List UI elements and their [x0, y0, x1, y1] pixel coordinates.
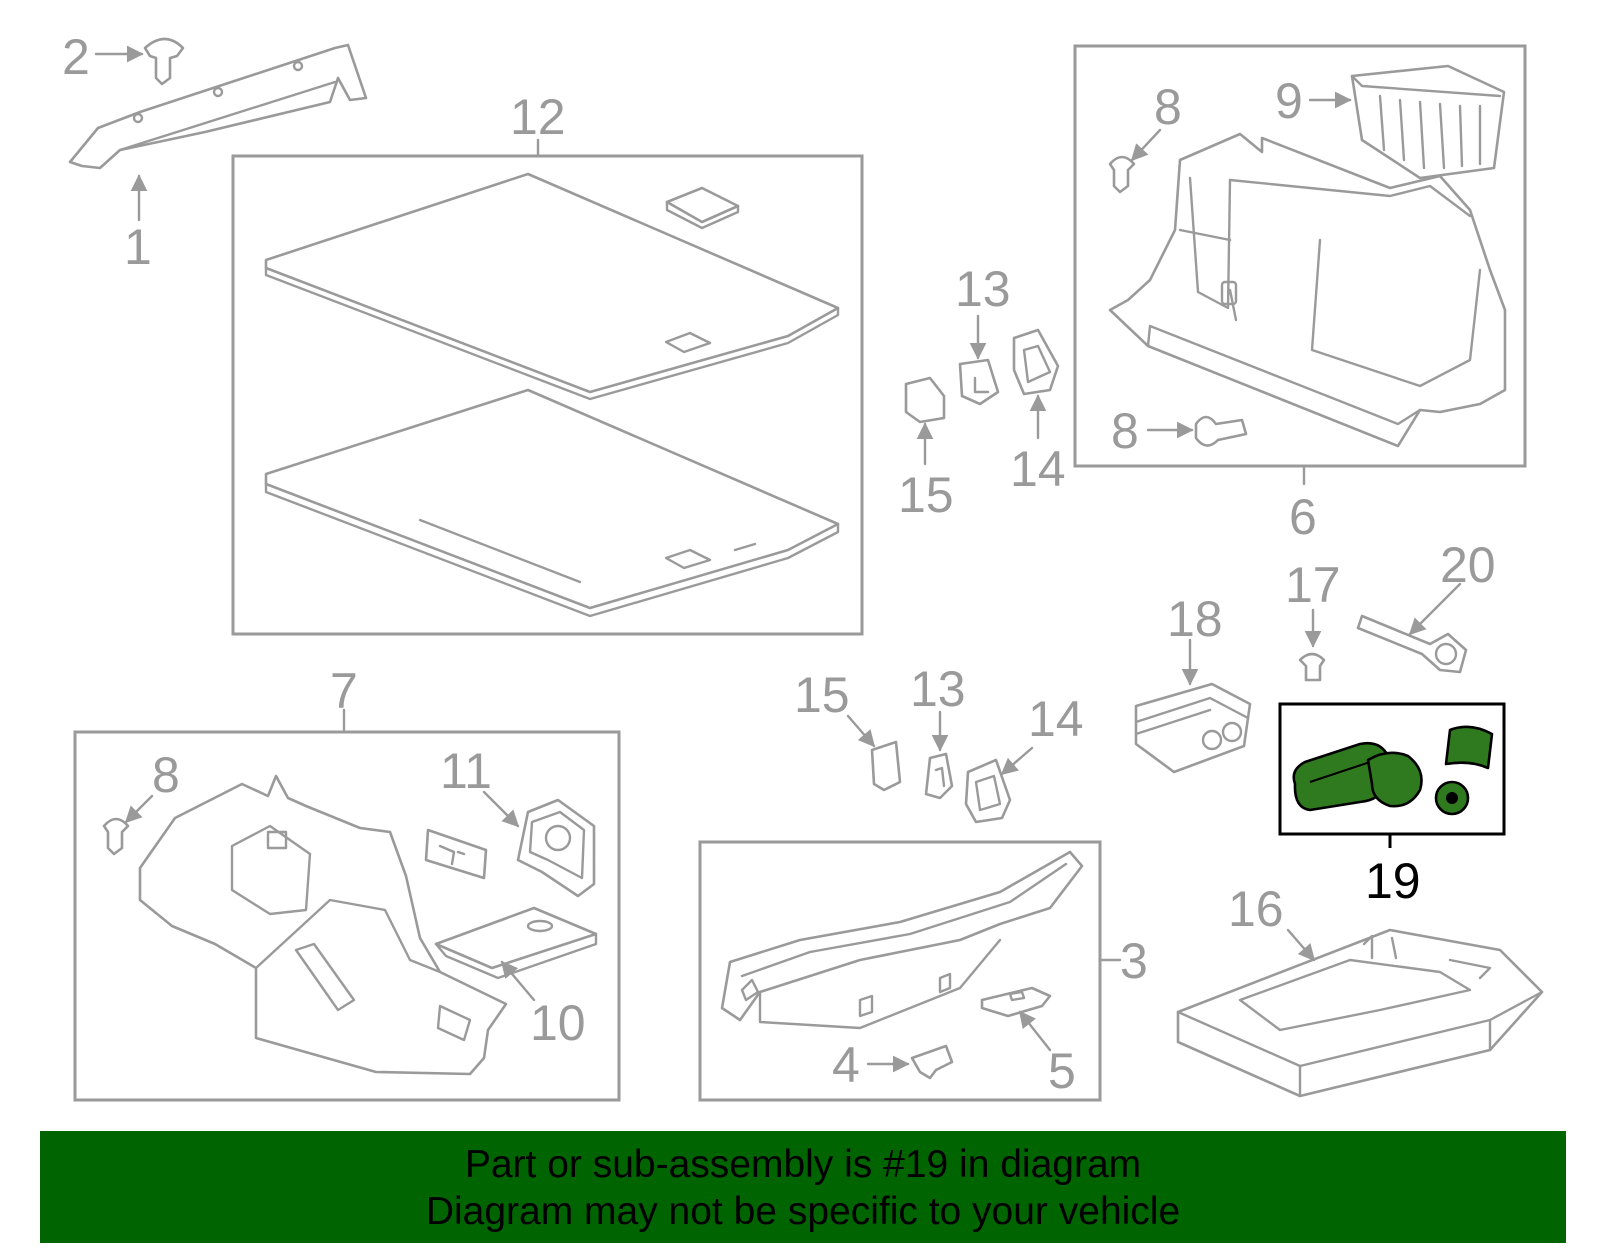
part-4-clip[interactable]	[910, 1044, 954, 1080]
callout-19: 19	[1365, 853, 1421, 909]
part-7-trunk-side-trim-left[interactable]	[138, 774, 508, 1076]
group-box-6	[1073, 44, 1527, 468]
banner-line-2: Diagram may not be specific to your vehi…	[425, 1190, 1181, 1233]
part-5-retainer[interactable]	[980, 986, 1052, 1018]
part-9-storage-basket[interactable]	[1350, 64, 1506, 180]
callout-11: 11	[440, 743, 492, 799]
notice-banner: Part or sub-assembly is #19 in diagram D…	[40, 1131, 1566, 1243]
part-15-cap-upper[interactable]	[904, 376, 946, 424]
callout-4: 4	[832, 1037, 860, 1093]
part-8-clip-left[interactable]	[102, 817, 130, 856]
part-11-access-door[interactable]	[516, 798, 596, 898]
part-8-clip-lower[interactable]	[1194, 415, 1248, 447]
part-20-tie-down[interactable]	[1356, 614, 1468, 674]
part-16-storage-tray[interactable]	[1176, 928, 1544, 1098]
part-14-grommet-upper[interactable]	[1012, 328, 1060, 396]
part-6-trunk-side-trim[interactable]	[1108, 132, 1507, 448]
callout-8-lower: 8	[1111, 403, 1139, 459]
banner-line-1: Part or sub-assembly is #19 in diagram	[464, 1143, 1142, 1186]
callout-2: 2	[62, 29, 90, 85]
group-box-7	[73, 730, 621, 1102]
callout-8-left: 8	[152, 747, 180, 803]
callout-20: 20	[1440, 537, 1496, 593]
part-19-socket-assembly[interactable]	[1292, 725, 1494, 816]
callout-13-upper: 13	[955, 261, 1011, 317]
group-box-12	[231, 154, 864, 636]
part-17-clip[interactable]	[1298, 652, 1326, 682]
callout-1: 1	[124, 219, 152, 275]
callout-12: 12	[510, 89, 566, 145]
callout-10: 10	[530, 995, 586, 1051]
callout-6: 6	[1289, 489, 1317, 545]
callout-9: 9	[1275, 73, 1303, 129]
callout-15-upper: 15	[898, 467, 954, 523]
part-1-rail[interactable]	[68, 43, 368, 170]
part-8-clip-upper[interactable]	[1108, 155, 1136, 194]
part-13-plug-upper[interactable]	[958, 358, 1000, 406]
callout-5: 5	[1048, 1043, 1076, 1099]
group-box-3	[698, 840, 1102, 1102]
part-14-grommet-lower[interactable]	[964, 758, 1012, 824]
part-3-sill-plate[interactable]	[720, 850, 1084, 1030]
part-2-push-clip[interactable]	[143, 37, 185, 86]
callout-13-lower: 13	[910, 661, 966, 717]
part-13-plug-lower[interactable]	[924, 752, 954, 800]
callout-16: 16	[1228, 881, 1284, 937]
part-18-housing[interactable]	[1134, 682, 1252, 774]
part-10-cover-panel[interactable]	[434, 906, 598, 980]
part-12-trunk-floor-panel-upper[interactable]	[264, 172, 840, 401]
callout-14-upper: 14	[1010, 441, 1066, 497]
callout-3: 3	[1120, 933, 1148, 989]
callout-8-upper: 8	[1154, 79, 1182, 135]
part-12-handle-cover[interactable]	[665, 186, 740, 230]
callout-14-lower: 14	[1028, 691, 1084, 747]
part-15-cap-lower[interactable]	[870, 740, 902, 792]
part-11-label[interactable]	[424, 828, 488, 880]
callout-15-lower: 15	[794, 667, 850, 723]
callout-17: 17	[1285, 557, 1341, 613]
callout-18: 18	[1167, 591, 1223, 647]
part-12-trunk-floor-panel-lower[interactable]	[264, 388, 840, 618]
group-box-19-highlight	[1278, 702, 1506, 836]
callout-7: 7	[330, 663, 358, 719]
